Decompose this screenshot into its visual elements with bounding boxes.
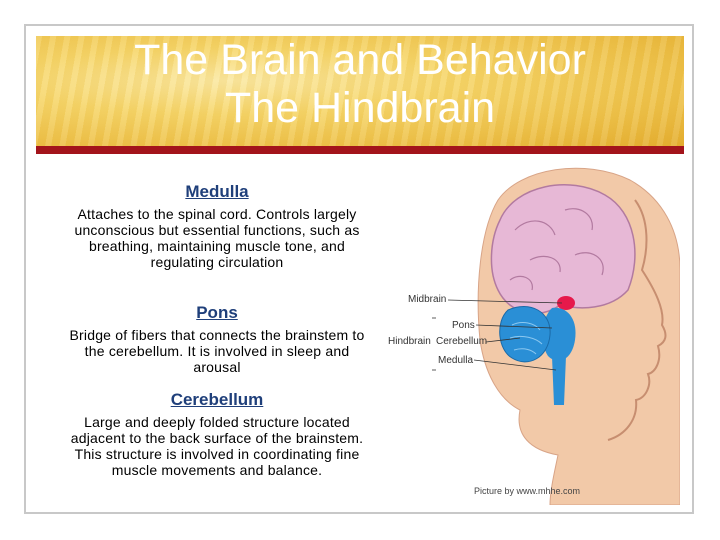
label-pons: Pons (452, 320, 475, 331)
pons-region (542, 307, 576, 361)
slide-title: The Brain and Behavior The Hindbrain (36, 36, 684, 132)
label-midbrain: Midbrain (408, 294, 446, 305)
section-medulla: Medulla Attaches to the spinal cord. Con… (62, 182, 372, 270)
title-line-1: The Brain and Behavior (134, 36, 586, 84)
label-hindbrain: Hindbrain (388, 336, 431, 347)
heading-medulla[interactable]: Medulla (185, 182, 249, 201)
cerebrum-folds (509, 208, 604, 291)
section-cerebellum: Cerebellum Large and deeply folded struc… (62, 390, 372, 478)
cerebrum (490, 184, 636, 315)
text-medulla: Attaches to the spinal cord. Controls la… (74, 206, 360, 270)
title-rule (36, 146, 684, 154)
cerebellum-region (499, 305, 551, 363)
heading-cerebellum[interactable]: Cerebellum (170, 390, 264, 409)
face-profile (607, 199, 667, 441)
text-cerebellum: Large and deeply folded structure locate… (70, 414, 364, 478)
text-pons: Bridge of fibers that connects the brain… (69, 327, 365, 375)
title-line-2: The Hindbrain (224, 84, 496, 132)
label-cerebellum: Cerebellum (436, 336, 487, 347)
section-pons: Pons Bridge of fibers that connects the … (62, 303, 372, 375)
heading-pons[interactable]: Pons (196, 303, 238, 322)
title-band (36, 36, 684, 148)
brain-illustration: Midbrain Pons Hindbrain Cerebellum Medul… (388, 167, 680, 505)
cerebellum-folds (509, 322, 543, 355)
label-medulla: Medulla (438, 355, 473, 366)
medulla-region (552, 356, 566, 405)
midbrain-region (557, 296, 575, 310)
picture-credit: Picture by www.mhhe.com (474, 486, 580, 496)
